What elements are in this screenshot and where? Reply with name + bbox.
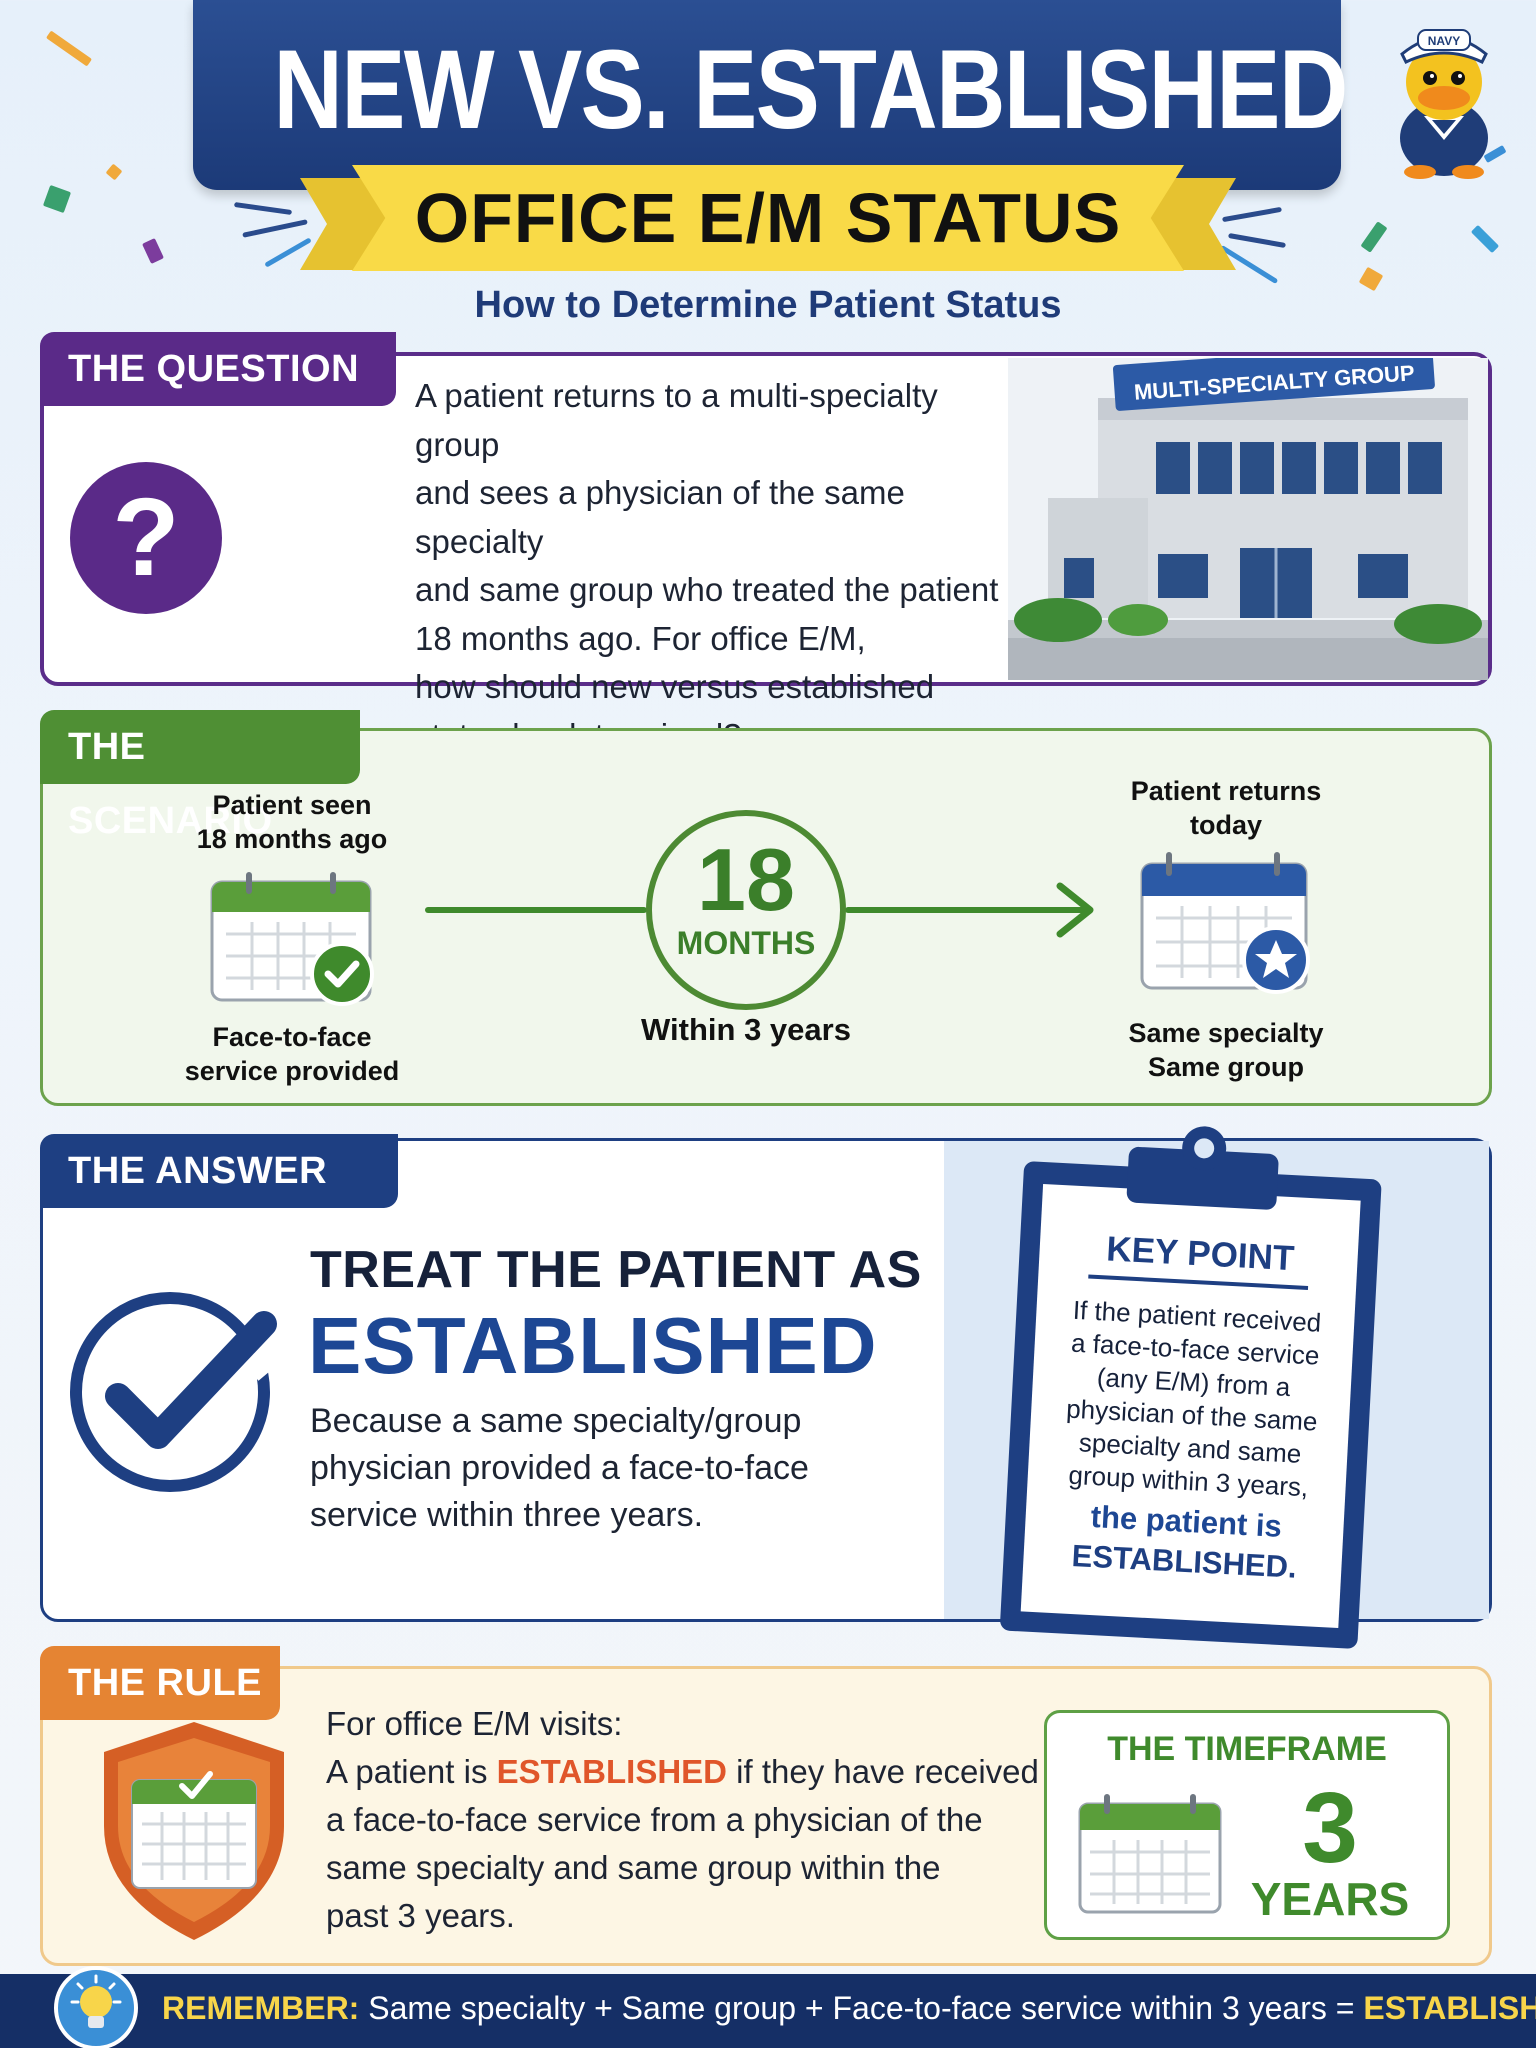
rule-tab: THE RULE	[40, 1646, 280, 1720]
rule-text-part: A patient is	[326, 1753, 497, 1790]
calendar-check-icon	[210, 872, 374, 1006]
rule-line: past 3 years.	[326, 1897, 515, 1934]
calendar-icon	[1078, 1794, 1222, 1914]
navy-duck-mascot-icon: NAVY	[1400, 29, 1488, 179]
burst-line	[1228, 233, 1286, 248]
question-text: A patient returns to a multi-specialty g…	[415, 372, 1015, 760]
rule-line: For office E/M visits:	[326, 1705, 623, 1742]
scenario-left-top-label: Patient seen 18 months ago	[170, 788, 414, 856]
title-banner	[193, 0, 1341, 190]
answer-line: physician provided a face-to-face	[310, 1449, 809, 1487]
shield-calendar-icon	[104, 1722, 284, 1940]
answer-heading: TREAT THE PATIENT AS	[310, 1241, 922, 1299]
timeframe-unit: YEARS	[1250, 1873, 1410, 1925]
checkmark-circle-icon	[70, 1292, 284, 1492]
calendar-star-icon	[1140, 852, 1310, 994]
answer-explanation: Because a same specialty/group physician…	[310, 1398, 870, 1539]
burst-line	[1222, 206, 1282, 223]
mascot-cap-label: NAVY	[1428, 34, 1460, 48]
footer-label: REMEMBER:	[162, 1990, 360, 2026]
label-line: Patient returns	[1130, 776, 1322, 806]
question-mark-icon: ?	[70, 462, 222, 614]
rule-text-part: if they have received	[727, 1753, 1039, 1790]
answer-established: ESTABLISHED	[308, 1301, 878, 1390]
question-line: and sees a physician of the same special…	[415, 474, 905, 560]
ribbon	[352, 165, 1184, 271]
scenario-right-top-label: Patient returns today	[1108, 774, 1344, 842]
clipboard-key-point: KEY POINT If the patient received a face…	[994, 1120, 1388, 1654]
label-line: 18 months ago	[196, 824, 388, 854]
confetti-piece	[1358, 266, 1384, 292]
confetti-piece	[1470, 224, 1500, 254]
burst-line	[233, 201, 293, 216]
subtitle: How to Determine Patient Status	[474, 284, 1062, 326]
rule-text: For office E/M visits: A patient is ESTA…	[326, 1700, 1046, 1940]
confetti-piece	[42, 184, 72, 214]
lightbulb-icon	[54, 1966, 138, 2048]
months-number: 18	[697, 830, 795, 929]
months-label: MONTHS	[676, 925, 816, 961]
footer-bar	[0, 1974, 1536, 2048]
question-line: A patient returns to a multi-specialty g…	[415, 377, 938, 463]
page-title: NEW VS. ESTABLISHED	[273, 27, 1348, 152]
question-line: how should new versus established	[415, 668, 935, 705]
label-line: Face-to-face	[212, 1022, 372, 1052]
question-line: and same group who treated the patient	[415, 571, 999, 608]
confetti-piece	[1360, 221, 1388, 253]
building-icon: MULTI-SPECIALTY GROUP	[1008, 358, 1488, 680]
scenario-right-bottom-label: Same specialty Same group	[1108, 1016, 1344, 1084]
timeframe-number: 3	[1302, 1772, 1358, 1884]
timeframe-title: THE TIMEFRAME	[1107, 1730, 1387, 1768]
answer-line: Because a same specialty/group	[310, 1402, 802, 1440]
ribbon-title: OFFICE E/M STATUS	[414, 179, 1122, 257]
label-line: today	[1189, 810, 1262, 840]
confetti-piece	[142, 238, 164, 264]
within-label: Within 3 years	[641, 1012, 851, 1047]
footer-text: Same specialty + Same group + Face-to-fa…	[359, 1990, 1364, 2026]
scenario-tab: THE SCENARIO	[40, 710, 360, 842]
answer-line: service within three years.	[310, 1496, 704, 1534]
footer-result: ESTABLISHED	[1363, 1990, 1536, 2026]
rule-line: A patient is ESTABLISHED if they have re…	[326, 1748, 1046, 1796]
label-line: Same specialty	[1128, 1018, 1324, 1048]
label-line: Patient seen	[212, 790, 372, 820]
rule-line: a face-to-face service from a physician …	[326, 1801, 983, 1838]
timeline-arrow	[425, 882, 1094, 938]
label-line: Same group	[1147, 1052, 1305, 1082]
scenario-left-bottom-label: Face-to-face service provided	[170, 1020, 414, 1088]
question-line: 18 months ago. For office E/M,	[415, 619, 866, 657]
footer-remember: REMEMBER: Same specialty + Same group + …	[162, 1990, 1536, 2027]
confetti-piece	[45, 30, 93, 67]
answer-tab: THE ANSWER	[40, 1134, 398, 1208]
months-badge: 18 MONTHS	[646, 810, 846, 1010]
key-point-content: KEY POINT If the patient received a face…	[1022, 1224, 1362, 1590]
confetti-piece	[105, 163, 123, 181]
clipboard-icon	[1000, 1126, 1382, 1649]
question-tab: THE QUESTION	[40, 332, 396, 406]
burst-line	[242, 219, 308, 238]
label-line: service provided	[184, 1056, 400, 1086]
rule-line: same specialty and same group within the	[326, 1849, 941, 1886]
rule-established-highlight: ESTABLISHED	[496, 1753, 728, 1790]
